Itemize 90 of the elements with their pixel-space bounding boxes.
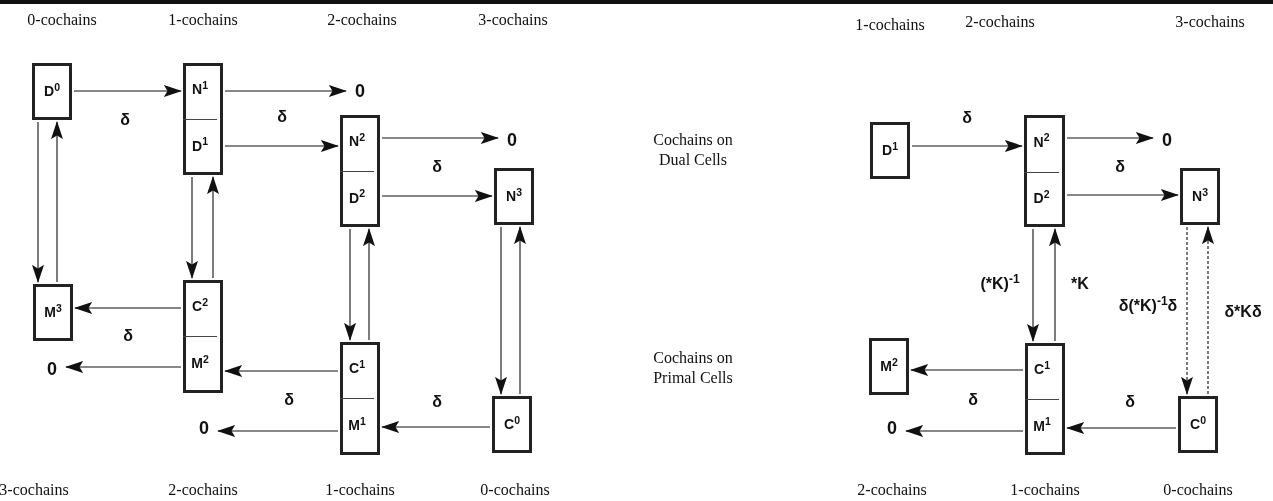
arrow	[65, 361, 182, 373]
arrow	[51, 121, 63, 283]
arrow	[217, 425, 339, 437]
cochain-cell: N$^{2}$	[1024, 115, 1059, 169]
zero-text: 0	[40, 357, 64, 381]
axis-caption: 2-cochains	[857, 480, 927, 500]
axis-caption: 3-cochains	[478, 10, 548, 30]
arrow	[186, 176, 198, 279]
edge-label: δ	[967, 392, 979, 408]
cochain-box: C$^{0}$	[1178, 396, 1218, 453]
axis-caption: 2-cochains	[327, 10, 397, 30]
axis-caption: 1-cochains	[325, 480, 395, 500]
cochain-cell: M$^{1}$	[340, 398, 374, 452]
edge-label: δ(*K)$^{-1}$δ	[1117, 298, 1179, 314]
arrow	[1049, 228, 1061, 342]
arrow	[74, 302, 182, 314]
zero-text: 0	[1155, 128, 1179, 152]
edge-label: δ	[431, 159, 443, 175]
arrow	[514, 226, 526, 395]
edge-label: δ*Kδ	[1223, 304, 1263, 320]
cochain-box: M$^{2}$	[869, 338, 909, 395]
axis-caption: 0-cochains	[480, 480, 550, 500]
zero-text: 0	[500, 128, 524, 152]
cochain-cell: C$^{1}$	[1025, 343, 1059, 396]
arrow	[381, 190, 493, 202]
edge-label: δ	[961, 110, 973, 126]
arrow	[910, 364, 1024, 376]
axis-caption: 0-cochains	[1163, 480, 1233, 500]
arrow	[363, 228, 375, 341]
edge-label: δ	[122, 328, 134, 344]
arrow	[224, 365, 339, 377]
axis-caption: Cochains on Primal Cells	[652, 348, 734, 388]
arrow	[1202, 226, 1214, 395]
arrow	[381, 132, 499, 144]
cochain-cell: C$^{1}$	[340, 342, 374, 395]
axis-caption: 2-cochains	[965, 12, 1035, 32]
edge-label: (*K)$^{-1}$	[979, 276, 1021, 292]
arrow	[1181, 226, 1193, 395]
arrow	[344, 228, 356, 341]
cochain-cell: D$^{2}$	[340, 171, 374, 224]
edge-label: δ	[1114, 159, 1126, 175]
cochain-cell: N$^{1}$	[183, 63, 217, 116]
arrow	[1066, 132, 1154, 144]
edge-label: δ	[1124, 394, 1136, 410]
stacked-box	[340, 115, 380, 227]
axis-caption: 1-cochains	[855, 15, 925, 35]
arrow	[73, 85, 182, 97]
arrow	[224, 140, 339, 152]
cochain-cell: M$^{2}$	[183, 336, 217, 390]
cochain-box: M$^{3}$	[33, 284, 73, 341]
stacked-box	[1025, 343, 1065, 455]
cochain-cell: D$^{2}$	[1024, 172, 1059, 224]
zero-text: 0	[348, 79, 372, 103]
edge-label: δ	[431, 394, 443, 410]
arrow	[207, 176, 219, 279]
axis-caption: Cochains on Dual Cells	[652, 130, 734, 170]
cochain-box: N$^{3}$	[1180, 168, 1220, 225]
axis-caption: 2-cochains	[168, 480, 238, 500]
edge-label: *K	[1070, 276, 1090, 292]
arrow	[1066, 189, 1179, 201]
arrow	[32, 121, 44, 283]
axis-caption: 3-cochains	[1175, 12, 1245, 32]
stacked-box	[340, 342, 380, 455]
arrow	[381, 421, 491, 433]
cochain-cell: C$^{2}$	[183, 280, 217, 333]
cochain-box: D$^{1}$	[870, 122, 910, 179]
edge-label: δ	[283, 392, 295, 408]
cochain-cell: D$^{1}$	[183, 119, 217, 172]
cochain-box: C$^{0}$	[492, 396, 532, 453]
axis-caption: 1-cochains	[168, 10, 238, 30]
axis-caption: 3-cochains	[0, 480, 69, 500]
cochain-cell: N$^{2}$	[340, 115, 374, 168]
arrow	[911, 140, 1023, 152]
edge-label: δ	[276, 109, 288, 125]
arrow	[224, 85, 347, 97]
arrow	[905, 425, 1024, 437]
arrow	[1027, 228, 1039, 342]
arrow	[1066, 422, 1177, 434]
stacked-box	[1024, 115, 1065, 227]
cochain-box: D$^{0}$	[32, 63, 72, 120]
stacked-box	[183, 63, 223, 175]
zero-text: 0	[880, 416, 904, 440]
cochain-cell: M$^{1}$	[1025, 399, 1059, 452]
edge-label: δ	[119, 112, 131, 128]
cochain-box: N$^{3}$	[494, 168, 534, 225]
zero-text: 0	[192, 416, 216, 440]
arrow	[495, 226, 507, 395]
axis-caption: 0-cochains	[27, 10, 97, 30]
axis-caption: 1-cochains	[1010, 480, 1080, 500]
stacked-box	[183, 280, 223, 393]
